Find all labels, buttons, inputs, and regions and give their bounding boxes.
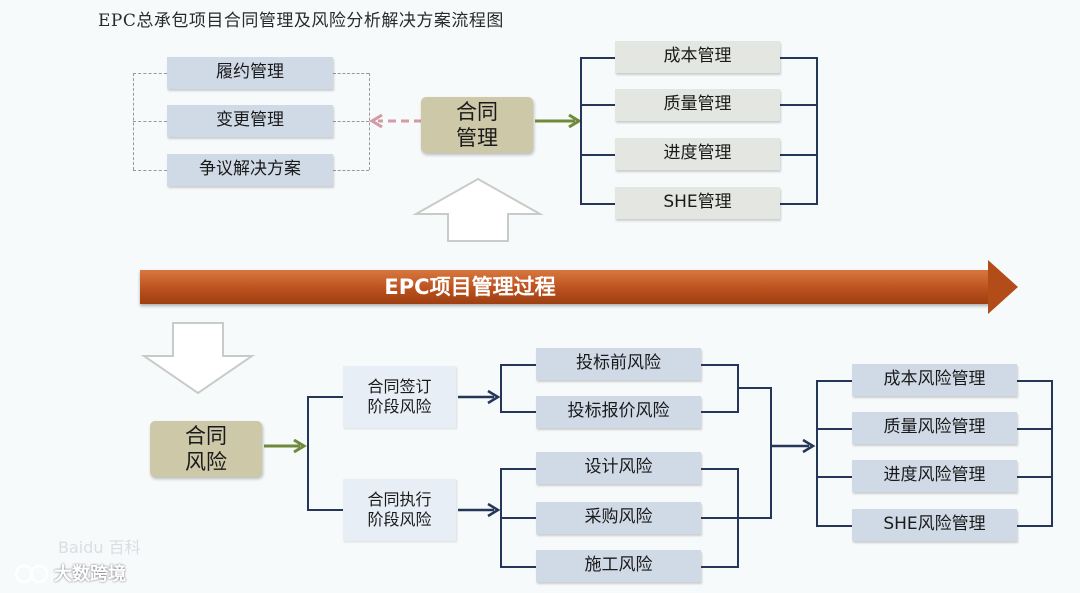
bracket-line: [500, 517, 536, 519]
bracket-line: [500, 566, 536, 568]
bracket-line: [500, 364, 536, 366]
brand-watermark: 大数跨境: [54, 564, 126, 585]
navy-arrow: [772, 438, 816, 454]
bracket-line: [500, 468, 536, 470]
process-bar-arrowhead: [988, 260, 1018, 314]
pink-dashed-arrow: [369, 113, 422, 129]
risk-management-2: 进度风险管理: [852, 460, 1017, 492]
bracket-line: [816, 476, 852, 478]
dashed-connector: [369, 73, 370, 170]
bracket-line: [1017, 476, 1053, 478]
risk-management-3: SHE风险管理: [852, 509, 1017, 541]
bracket-line: [737, 468, 739, 568]
bracket-line: [816, 380, 852, 382]
dashed-connector: [133, 73, 134, 170]
risk-management-0: 成本风险管理: [852, 364, 1017, 396]
bracket-line: [816, 525, 852, 527]
bracket-line: [780, 154, 818, 156]
stage-signing-box: 合同签订 阶段风险: [343, 366, 456, 428]
bracket-line: [580, 104, 615, 106]
bracket-line: [1051, 380, 1053, 527]
execution-risk-0: 设计风险: [536, 452, 701, 484]
navy-arrow: [458, 502, 501, 518]
bracket-line: [816, 380, 818, 526]
bracket-line: [1017, 428, 1053, 430]
execution-risk-2: 施工风险: [536, 550, 701, 582]
up-arrow-icon: [412, 177, 544, 242]
bracket-line: [307, 509, 343, 511]
bracket-line: [500, 364, 502, 412]
diagram-title: EPC总承包项目合同管理及风险分析解决方案流程图: [98, 11, 504, 31]
bracket-line: [701, 411, 739, 413]
green-arrow: [264, 438, 307, 454]
bracket-line: [739, 387, 772, 389]
bracket-line: [307, 396, 343, 398]
right-item-3: SHE管理: [615, 187, 780, 219]
bracket-line: [701, 566, 739, 568]
bracket-line: [580, 57, 582, 204]
bracket-line: [816, 57, 818, 205]
down-arrow-icon: [140, 322, 256, 395]
contract-management-box: 合同 管理: [421, 97, 533, 153]
bracket-line: [737, 364, 739, 413]
dashed-connector: [333, 121, 369, 122]
bracket-line: [780, 104, 818, 106]
right-item-2: 进度管理: [615, 138, 780, 170]
bracket-line: [701, 517, 739, 519]
contract-risk-box: 合同 风险: [150, 421, 262, 477]
left-item-0: 履约管理: [167, 57, 333, 89]
right-item-0: 成本管理: [615, 41, 780, 73]
green-arrow: [535, 113, 582, 129]
baidu-watermark: Baidu 百科: [58, 538, 141, 557]
navy-arrow: [458, 389, 501, 405]
execution-risk-1: 采购风险: [536, 502, 701, 534]
left-item-2: 争议解决方案: [167, 154, 333, 186]
bracket-line: [580, 203, 615, 205]
dashed-connector: [133, 73, 167, 74]
bracket-line: [701, 468, 739, 470]
bracket-line: [816, 428, 852, 430]
bracket-line: [580, 154, 615, 156]
bracket-line: [780, 203, 818, 205]
dashed-connector: [333, 170, 369, 171]
bracket-line: [780, 57, 818, 59]
dashed-connector: [133, 121, 167, 122]
process-bar: [140, 270, 990, 304]
bracket-line: [580, 57, 615, 59]
right-item-1: 质量管理: [615, 89, 780, 121]
signing-risk-1: 投标报价风险: [536, 396, 701, 428]
bracket-line: [770, 387, 772, 519]
dashed-connector: [333, 73, 369, 74]
dashed-connector: [133, 170, 167, 171]
stage-execution-box: 合同执行 阶段风险: [343, 479, 456, 541]
bracket-line: [701, 364, 739, 366]
left-item-1: 变更管理: [167, 105, 333, 137]
risk-management-1: 质量风险管理: [852, 412, 1017, 444]
signing-risk-0: 投标前风险: [536, 348, 701, 380]
process-bar-label: EPC项目管理过程: [384, 275, 556, 299]
logo-icon: [14, 564, 49, 584]
bracket-line: [739, 517, 772, 519]
bracket-line: [500, 411, 536, 413]
bracket-line: [1017, 525, 1053, 527]
bracket-line: [1017, 380, 1053, 382]
bracket-line: [307, 396, 309, 510]
